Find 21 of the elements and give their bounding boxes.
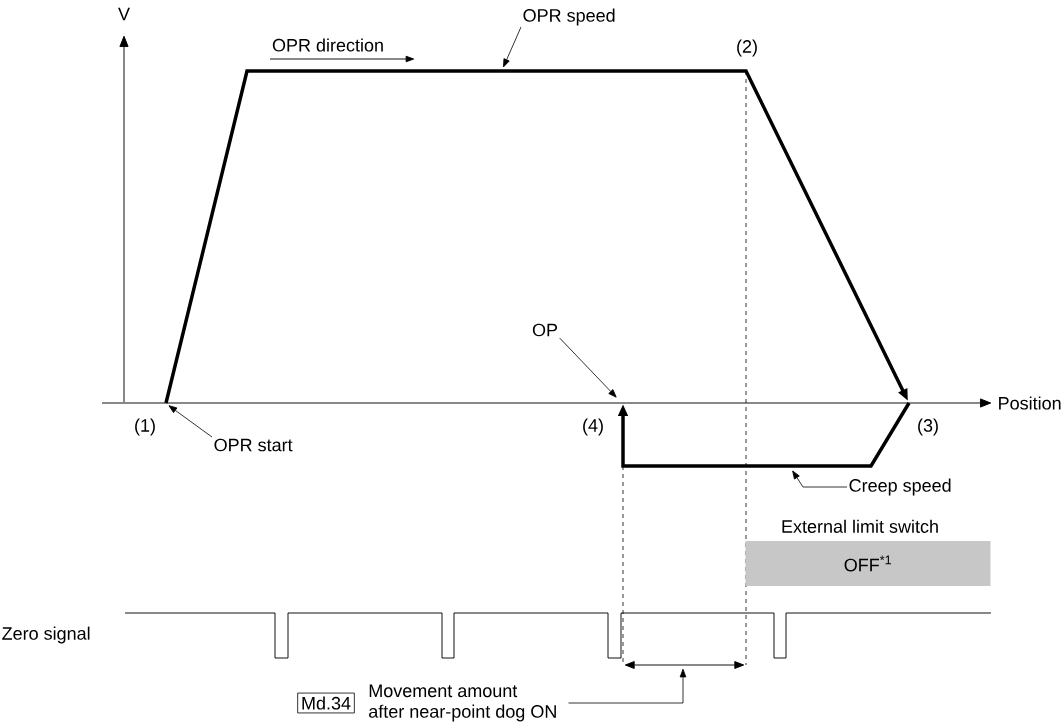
status-box: OFF$^{*1}$: [745, 541, 991, 586]
signal-name: Zero signal: [2, 626, 90, 644]
leader-line: [559, 337, 617, 398]
heading: External limit switch: [782, 519, 938, 533]
leader-line: [503, 26, 522, 68]
callout-text: OP: [532, 323, 558, 337]
axis-label: Position: [999, 396, 1061, 410]
point-number: (2): [737, 39, 757, 57]
leader-line: [168, 405, 213, 438]
direction-label: OPR direction: [272, 38, 383, 52]
leader-line: [792, 470, 848, 488]
callout-text: OPR start: [214, 438, 293, 452]
point-number: (3): [918, 418, 938, 436]
leader-line: [568, 668, 687, 704]
point-number: (4): [583, 418, 603, 436]
axis-label: V: [118, 7, 130, 21]
parameter-box: Md.34: [297, 692, 355, 714]
callout-text: Movement amount after near-point dog ON: [369, 684, 556, 722]
callout-text: OPR speed: [523, 8, 615, 26]
point-number: (1): [135, 418, 155, 436]
callout-text: Creep speed: [849, 478, 951, 496]
